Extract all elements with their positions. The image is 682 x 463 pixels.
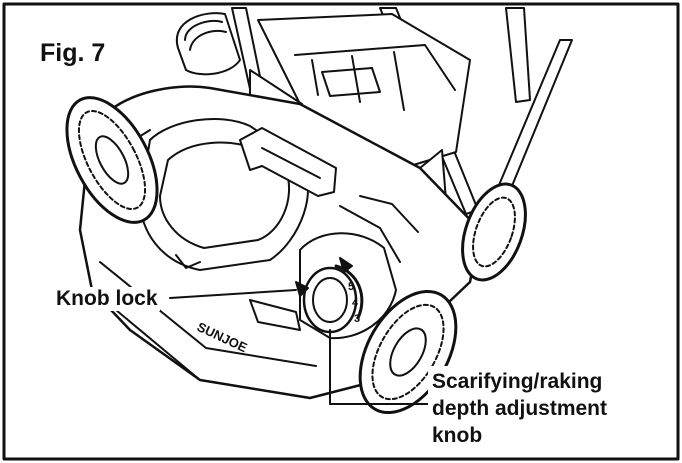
front-left-wheel (65, 96, 159, 224)
depth-knob-callout-line-1: Scarifying/raking (432, 370, 603, 393)
dial-number-4: 4 (352, 297, 359, 309)
rear-right-wheel (461, 182, 527, 282)
knob-lock-marker (295, 281, 309, 297)
knob-lock-callout: Knob lock (54, 287, 160, 311)
depth-knob-callout: Scarifying/raking depth adjustment knob (428, 366, 676, 451)
knob-lock-leader (169, 289, 297, 299)
dial-number-3: 3 (354, 313, 360, 325)
depth-knob-callout-line-2: depth adjustment (432, 397, 608, 420)
depth-knob-callout-line-3: knob (432, 424, 483, 447)
depth-knob-leader (329, 329, 429, 405)
figure-title: Fig. 7 (40, 39, 106, 67)
dial-number-5: 5 (348, 281, 354, 293)
rear-left-wheel (175, 12, 241, 76)
depth-adjustment-knob: 5 4 3 (302, 257, 364, 334)
